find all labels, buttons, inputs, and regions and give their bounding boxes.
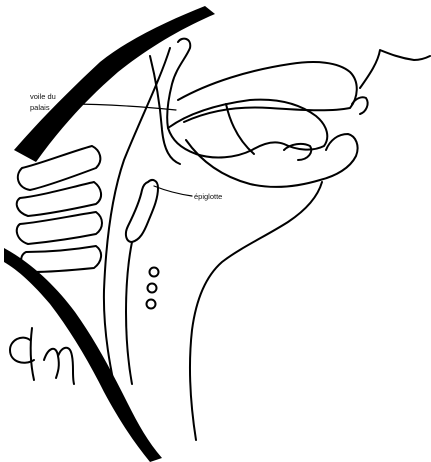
upper-lip <box>360 50 430 88</box>
trachea-rings <box>147 268 159 309</box>
spine-hatching <box>4 248 162 462</box>
pharyngeal-wall <box>104 48 170 410</box>
velum-label-line2: palais <box>30 103 50 112</box>
epiglottis-label: épiglotte <box>194 192 222 201</box>
chin-outline <box>190 182 322 440</box>
velum-outline <box>167 39 190 128</box>
vertebrae <box>17 146 102 272</box>
epiglottis <box>126 180 158 242</box>
hard-palate <box>178 62 357 122</box>
lower-lip <box>284 144 311 160</box>
epiglottis-leader-line <box>154 186 192 196</box>
artist-signature <box>10 328 74 384</box>
velum-label-line1: voile du <box>30 92 56 101</box>
larynx-outline <box>126 242 132 384</box>
tongue-body <box>226 104 254 154</box>
upper-lip-inner <box>352 97 368 114</box>
skull-base-hatching <box>14 6 215 162</box>
